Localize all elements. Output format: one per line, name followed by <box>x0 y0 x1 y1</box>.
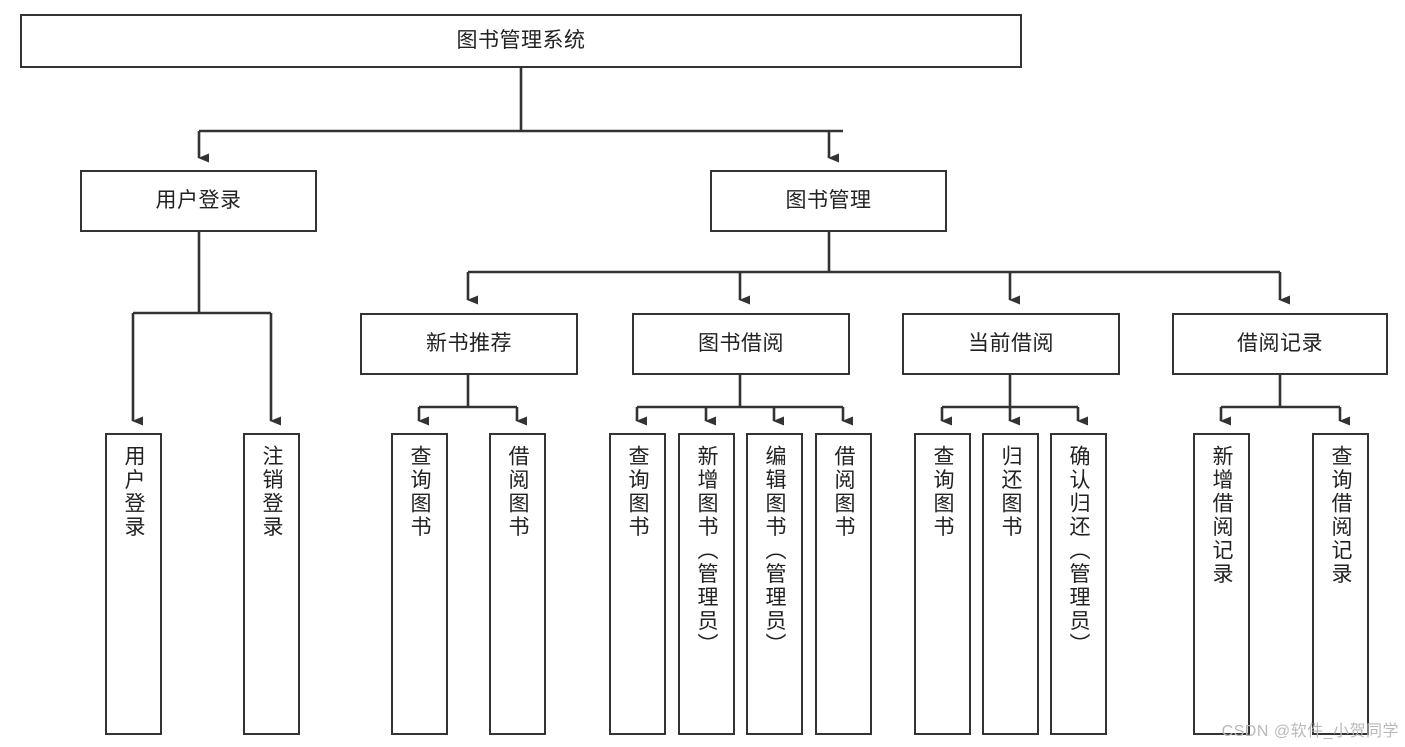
node-current-borrow[interactable]: 当前借阅 <box>902 313 1120 375</box>
leaf-user-logout-label: 注销登录 <box>260 445 283 539</box>
leaf-query-book-2-label: 查询图书 <box>626 445 649 539</box>
leaf-query-book-1[interactable]: 查询图书 <box>391 433 448 735</box>
leaf-borrow-book-1[interactable]: 借阅图书 <box>489 433 546 735</box>
leaf-add-record-label: 新增借阅记录 <box>1210 445 1233 586</box>
leaf-confirm-return-label: 确认归还（管理员） <box>1067 445 1090 657</box>
leaf-return-book[interactable]: 归还图书 <box>982 433 1039 735</box>
leaf-query-book-3-label: 查询图书 <box>931 445 954 539</box>
node-book-manage[interactable]: 图书管理 <box>710 170 947 232</box>
node-new-book-rec-label: 新书推荐 <box>426 331 512 355</box>
node-book-manage-label: 图书管理 <box>785 188 872 212</box>
node-current-borrow-label: 当前借阅 <box>968 331 1054 355</box>
node-borrow-record[interactable]: 借阅记录 <box>1172 313 1388 375</box>
csdn-watermark: CSDN @软件_小贺同学 <box>1221 723 1399 740</box>
node-new-book-rec[interactable]: 新书推荐 <box>360 313 578 375</box>
node-book-borrow[interactable]: 图书借阅 <box>632 313 850 375</box>
leaf-user-login[interactable]: 用户登录 <box>105 433 162 735</box>
leaf-edit-book-label: 编辑图书（管理员） <box>763 445 786 657</box>
node-user-login[interactable]: 用户登录 <box>80 170 317 232</box>
leaf-add-book-label: 新增图书（管理员） <box>695 445 718 657</box>
node-book-borrow-label: 图书借阅 <box>698 331 784 355</box>
leaf-return-book-label: 归还图书 <box>999 445 1022 539</box>
leaf-edit-book[interactable]: 编辑图书（管理员） <box>746 433 803 735</box>
node-root[interactable]: 图书管理系统 <box>20 14 1022 68</box>
leaf-query-book-2[interactable]: 查询图书 <box>609 433 666 735</box>
leaf-add-record[interactable]: 新增借阅记录 <box>1193 433 1250 735</box>
leaf-query-record-label: 查询借阅记录 <box>1329 445 1352 586</box>
node-root-label: 图书管理系统 <box>456 28 586 52</box>
leaf-borrow-book-2-label: 借阅图书 <box>832 445 855 539</box>
node-borrow-record-label: 借阅记录 <box>1237 331 1323 355</box>
leaf-user-logout[interactable]: 注销登录 <box>243 433 300 735</box>
leaf-user-login-label: 用户登录 <box>122 445 145 539</box>
leaf-borrow-book-1-label: 借阅图书 <box>506 445 529 539</box>
leaf-borrow-book-2[interactable]: 借阅图书 <box>815 433 872 735</box>
leaf-query-book-1-label: 查询图书 <box>408 445 431 539</box>
leaf-add-book[interactable]: 新增图书（管理员） <box>678 433 735 735</box>
leaf-confirm-return[interactable]: 确认归还（管理员） <box>1050 433 1107 735</box>
node-user-login-label: 用户登录 <box>155 188 242 212</box>
leaf-query-record[interactable]: 查询借阅记录 <box>1312 433 1369 735</box>
leaf-query-book-3[interactable]: 查询图书 <box>914 433 971 735</box>
